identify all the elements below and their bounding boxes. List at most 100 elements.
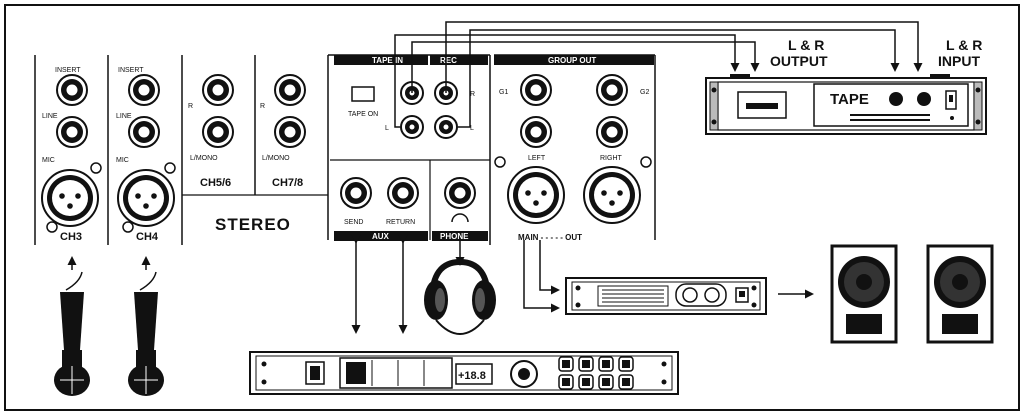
main-left-jack[interactable]: [520, 116, 552, 148]
tape-deck-knob-2[interactable]: [917, 92, 931, 106]
tape-cables: [394, 21, 923, 128]
g1-label: G1: [499, 89, 508, 96]
ch4-xlr-input[interactable]: [117, 169, 175, 227]
ch78-right-jack[interactable]: [274, 74, 306, 106]
tape-deck-label: TAPE: [830, 91, 869, 108]
ch78-r-label: R: [260, 103, 265, 110]
ch78-label: CH7/8: [272, 177, 303, 189]
tape-deck: TAPE: [705, 74, 987, 135]
headphones: [424, 240, 496, 335]
aux-phone-section: SEND RETURN AUX PHONE: [334, 177, 488, 241]
tape-in-cable-l: [394, 34, 740, 128]
power-amplifier: [565, 277, 767, 315]
ch56-left-jack[interactable]: [202, 116, 234, 148]
effects-button-7[interactable]: [598, 374, 614, 390]
output-sub-label: L & R: [788, 37, 824, 53]
main-right-led: [640, 156, 652, 168]
channel-56-strip: R L/MONO CH5/6: [188, 74, 234, 189]
effects-unit: +18.8: [249, 351, 679, 395]
effects-button-8[interactable]: [618, 374, 634, 390]
ch3-xlr-input[interactable]: [41, 169, 99, 227]
ch56-lmono-label: L/MONO: [190, 155, 218, 162]
ch3-insert-label: INSERT: [55, 67, 81, 74]
rca-r-label: R: [470, 91, 475, 98]
tape-in-label: TAPE IN: [372, 56, 403, 65]
input-sub-label: L & R: [946, 37, 982, 53]
ch56-r-label: R: [188, 103, 193, 110]
output-label: OUTPUT: [770, 53, 828, 69]
g2-label: G2: [640, 89, 649, 96]
ch78-lmono-label: L/MONO: [262, 155, 290, 162]
tape-in-cable-r: [411, 41, 760, 93]
rec-label: REC: [440, 56, 457, 65]
rca-l-label-left: L: [385, 125, 389, 132]
ch3-line-label: LINE: [42, 113, 58, 120]
amp-knob-1[interactable]: [682, 287, 698, 303]
effects-button-1[interactable]: [558, 356, 574, 372]
send-label: SEND: [344, 219, 363, 226]
tape-section: TAPE IN REC TAPE ON R L L: [334, 55, 488, 139]
ch3-insert-jack[interactable]: [56, 74, 88, 106]
tape-deck-knob-1[interactable]: [889, 92, 903, 106]
tape-in-l-rca[interactable]: [400, 115, 424, 139]
stereo-label: STEREO: [215, 215, 291, 234]
ch3-label: CH3: [60, 231, 82, 243]
microphone-2: [128, 256, 164, 396]
phone-jack[interactable]: [444, 177, 476, 209]
ch4-signal-led: [122, 221, 134, 233]
effects-button-5[interactable]: [558, 374, 574, 390]
effects-button-2[interactable]: [578, 356, 594, 372]
effects-button-4[interactable]: [618, 356, 634, 372]
ch3-line-jack[interactable]: [56, 116, 88, 148]
rec-l-rca[interactable]: [434, 115, 458, 139]
ch3-mic-label: MIC: [42, 157, 55, 164]
input-label: INPUT: [938, 53, 980, 69]
ch4-mic-label: MIC: [116, 157, 129, 164]
return-label: RETURN: [386, 219, 415, 226]
effects-button-3[interactable]: [598, 356, 614, 372]
right-label: RIGHT: [600, 155, 623, 162]
channel-3-strip: INSERT LINE MIC CH3: [41, 67, 102, 243]
speaker-right: [926, 244, 994, 344]
mixer-panel: INSERT LINE MIC CH3 INSERT LINE MIC CH4 …: [34, 54, 656, 245]
aux-send-jack[interactable]: [340, 177, 372, 209]
ch78-left-jack[interactable]: [274, 116, 306, 148]
channel-4-strip: INSERT LINE MIC CH4: [116, 67, 176, 243]
diagram-frame: [4, 4, 1020, 411]
ch3-signal-led: [46, 221, 58, 233]
headphone-icon: [451, 213, 469, 223]
main-right-jack[interactable]: [596, 116, 628, 148]
microphone-1: [54, 256, 90, 396]
rca-l-label-right: L: [470, 125, 474, 132]
ch4-line-label: LINE: [116, 113, 132, 120]
group-out-label: GROUP OUT: [548, 56, 596, 65]
amp-knob-2[interactable]: [704, 287, 720, 303]
ch4-label: CH4: [136, 231, 159, 243]
main-out-right-xlr[interactable]: [583, 166, 641, 224]
rec-cable-l: [458, 29, 900, 128]
left-label: LEFT: [528, 155, 546, 162]
channel-78-strip: R L/MONO CH7/8: [260, 74, 306, 189]
effects-button-6[interactable]: [578, 374, 594, 390]
effects-display: +18.8: [458, 370, 486, 382]
main-out-left-xlr[interactable]: [507, 166, 565, 224]
ch56-label: CH5/6: [200, 177, 231, 189]
rec-cable-r: [445, 21, 923, 93]
group-out-g1-jack[interactable]: [520, 74, 552, 106]
main-out-cables: [523, 240, 560, 313]
ch4-line-jack[interactable]: [128, 116, 160, 148]
tape-on-label: TAPE ON: [348, 111, 378, 118]
ch4-insert-label: INSERT: [118, 67, 144, 74]
speaker-left: [830, 244, 898, 344]
ch4-peak-led: [164, 162, 176, 174]
aux-label: AUX: [372, 232, 390, 241]
ch56-right-jack[interactable]: [202, 74, 234, 106]
main-out-label: MAIN - - - - - OUT: [518, 233, 582, 242]
group-main-out-section: GROUP OUT G1 G2 LEFT RIGHT MAIN - - - - …: [494, 55, 654, 242]
phone-label: PHONE: [440, 232, 469, 241]
aux-return-jack[interactable]: [387, 177, 419, 209]
ch4-insert-jack[interactable]: [128, 74, 160, 106]
tape-on-switch[interactable]: [351, 86, 375, 102]
group-out-g2-jack[interactable]: [596, 74, 628, 106]
